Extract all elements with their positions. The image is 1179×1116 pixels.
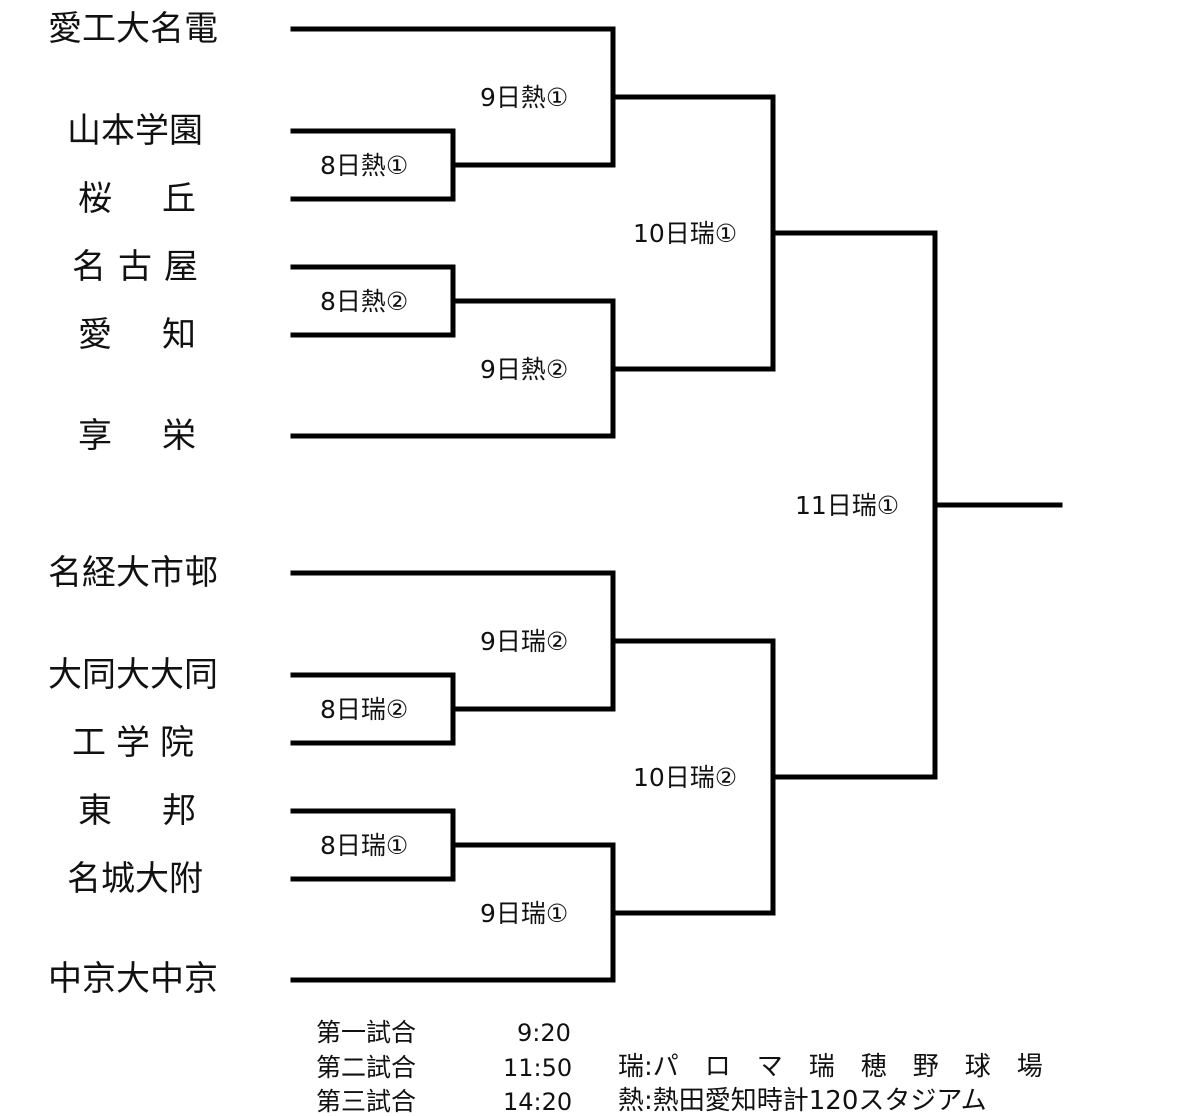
team-name: 中京大中京 — [48, 959, 218, 999]
team-name: 工学院 — [72, 723, 204, 763]
match-label: 8日熱① — [320, 151, 409, 180]
team-name: 愛 知 — [78, 315, 204, 355]
team-name: 愛工大名電 — [48, 9, 218, 49]
match-label: 8日瑞② — [320, 695, 409, 724]
line-match-8-mizuho-2 — [290, 672, 456, 746]
schedule-time: 14:20 — [503, 1088, 573, 1116]
team-name: 東 邦 — [78, 791, 204, 831]
schedule-time: 9:20 — [517, 1019, 571, 1047]
match-label: 10日瑞① — [633, 219, 738, 248]
team-name: 名経大市邨 — [48, 553, 218, 593]
match-label: 9日熱① — [480, 83, 569, 112]
match-label: 10日瑞② — [633, 763, 738, 792]
line-match-8-netsu-1 — [290, 128, 456, 202]
team-name: 名古屋 — [72, 247, 210, 287]
team-name: 山本学園 — [67, 111, 203, 151]
schedule-game: 第二試合 — [316, 1053, 417, 1082]
line-match-9-mizuho-1 — [290, 842, 616, 983]
schedule-game: 第一試合 — [316, 1018, 417, 1047]
line-match-9-netsu-2 — [290, 298, 616, 439]
match-label: 9日瑞① — [480, 899, 569, 928]
match-label: 9日瑞② — [480, 627, 569, 656]
team-name: 享 栄 — [78, 416, 204, 456]
match-label: 8日熱② — [320, 287, 409, 316]
match-label-final: 11日瑞① — [795, 491, 900, 520]
match-label: 9日熱② — [480, 355, 569, 384]
match-label: 8日瑞① — [320, 831, 409, 860]
schedule-time: 11:50 — [503, 1054, 573, 1082]
team-name: 名城大附 — [67, 859, 203, 899]
team-name: 桜 丘 — [78, 179, 204, 219]
team-name: 大同大大同 — [48, 655, 218, 695]
venue-legend: 熱:熱田愛知時計120スタジアム — [618, 1086, 987, 1116]
schedule-game: 第三試合 — [316, 1087, 417, 1116]
venue-legend: 瑞:パ ロ マ 瑞 穂 野 球 場 — [618, 1052, 1043, 1082]
